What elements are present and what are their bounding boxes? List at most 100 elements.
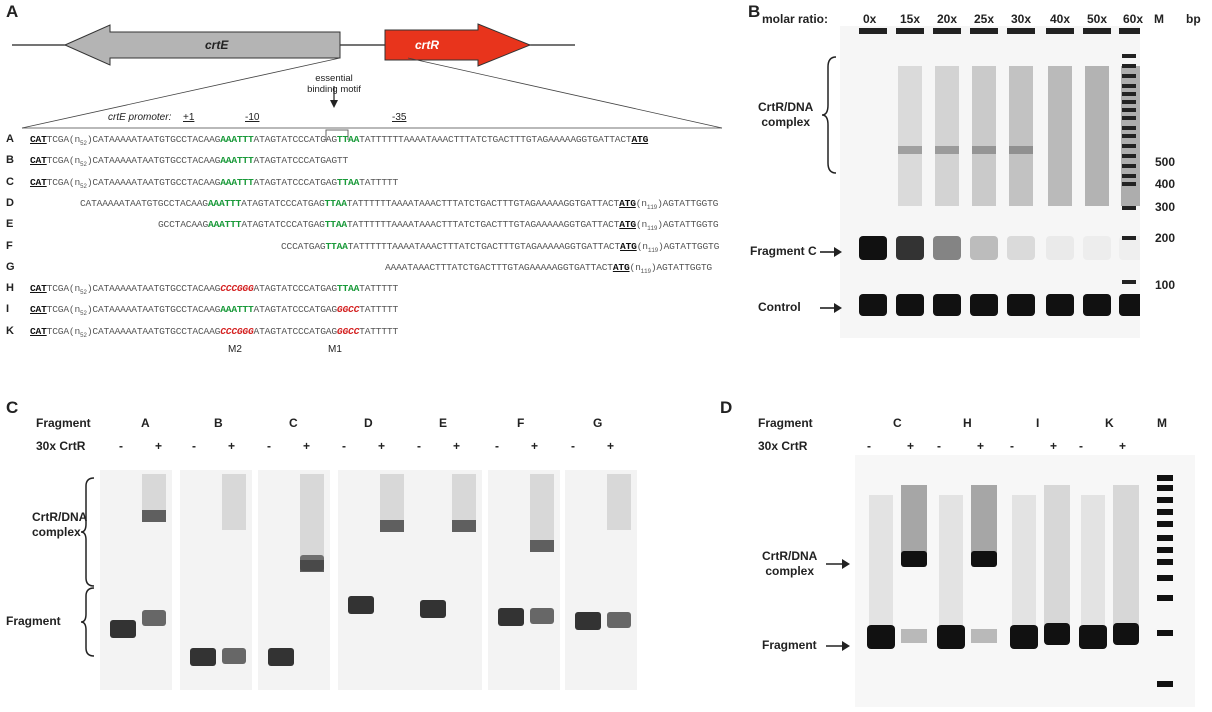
marker-band [1122,280,1136,284]
d-minus-band [937,625,965,649]
pos-minus35: -35 [392,112,407,123]
d-marker-band [1157,630,1173,636]
sequence-row: CATTCGA(n52)CATAAAAATAATGTGCCTACAAGAAATT… [30,155,349,169]
d-fragment-name: K [1105,416,1114,430]
marker-band [1122,174,1136,178]
ratio-label: 20x [937,12,958,26]
c-gel-strip [338,470,410,690]
m2-label: M2 [228,344,242,355]
c-fragment-header: Fragment [36,416,91,430]
c-minus-band [190,648,216,666]
d-plus-band [1113,623,1139,645]
control-band [859,294,887,316]
c-smear [222,474,246,530]
marker-band [1122,54,1136,58]
d-fragment-name: H [963,416,972,430]
d-marker-band [1157,595,1173,601]
complex-smear [972,66,996,206]
marker-size-label: 500 [1155,155,1176,169]
motif-label-line2: binding motif [307,84,361,95]
marker-band [1122,182,1136,186]
marker-band [1122,144,1136,148]
d-minus-smear [1081,495,1105,625]
marker-band [1122,92,1136,96]
marker-band [1122,154,1136,158]
c-fragment-name: E [439,416,448,430]
complex-band [935,146,959,154]
marker-size-label: 300 [1155,200,1176,214]
d-minus-label: - [1079,439,1083,453]
marker-band [1122,100,1136,104]
c-gel-strip [565,470,637,690]
c-plus-band [222,648,246,664]
d-marker-label: M [1157,416,1167,430]
well [970,28,998,34]
b-arrows [820,247,842,313]
crte-arrow [63,24,341,66]
marker-band [1122,236,1136,240]
fragment-band [933,236,961,260]
panel-c-label: C [6,398,19,417]
sequence-row-letter: A [6,133,14,145]
c-gel-strip [488,470,560,690]
c-minus-band [575,612,601,630]
d-marker-band [1157,535,1173,541]
sequence-row: GCCTACAAGAAATTTATAGTATCCCATGAGTTAATATTTT… [158,219,719,233]
well [1007,28,1035,34]
complex-band [1009,146,1033,154]
marker-band [1122,64,1136,68]
fragment-band [859,236,887,260]
control-band [896,294,924,316]
d-marker-band [1157,475,1173,481]
sequence-row-letter: I [6,303,10,316]
ratio-label: 60x [1123,12,1144,26]
complex-smear [1048,66,1072,206]
c-minus-band [348,596,374,614]
c-plus-label: + [303,439,311,453]
sequence-row-letter: F [6,239,13,252]
ratio-label: 15x [900,12,921,26]
d-minus-band [867,625,895,649]
d-minus-band [1010,625,1038,649]
marker-size-label: 200 [1155,231,1176,245]
complex-band [972,146,996,154]
d-plus-label: + [1119,439,1127,453]
d-marker-band [1157,509,1173,515]
well [933,28,961,34]
d-plus-label: + [907,439,915,453]
c-fragment-name: G [593,416,603,430]
d-marker-band [1157,547,1173,553]
control-band [970,294,998,316]
c-braces [80,477,95,657]
marker-band [1122,108,1136,112]
b-complex-label: CrtR/DNA complex [758,100,813,130]
well [859,28,887,34]
sequence-row: CATTCGA(n52)CATAAAAATAATGTGCCTACAAGAAATT… [30,176,399,190]
crtr-label: crtR [415,38,440,52]
c-plus-label: + [378,439,386,453]
well [1083,28,1111,34]
well [1119,28,1140,34]
c-crtr-header: 30x CrtR [36,439,86,453]
c-complex-band [530,540,554,552]
c-complex-line1: CrtR/DNA [32,510,88,524]
ratio-label: 25x [974,12,995,26]
pos-minus10: -10 [245,112,260,123]
motif-label: essential binding motif [300,73,368,95]
c-plus-band [142,610,166,626]
b-marker-label: M [1154,12,1164,26]
b-complex-brace [821,56,837,174]
panel-b-label: B [748,2,761,21]
c-smear [300,474,324,560]
d-fragment-name: C [893,416,902,430]
d-marker-band [1157,521,1173,527]
control-band [933,294,961,316]
d-fragment-label: Fragment [762,638,817,652]
motif-label-line1: essential [315,73,353,84]
sequence-row: CATTCGA(n52)CATAAAAATAATGTGCCTACAAGCCCGG… [30,283,399,296]
d-plus-label: + [977,439,985,453]
c-fragment-name: B [214,416,223,430]
c-fragment-name: F [517,416,525,430]
marker-size-label: 400 [1155,177,1176,191]
c-plus-label: + [453,439,461,453]
